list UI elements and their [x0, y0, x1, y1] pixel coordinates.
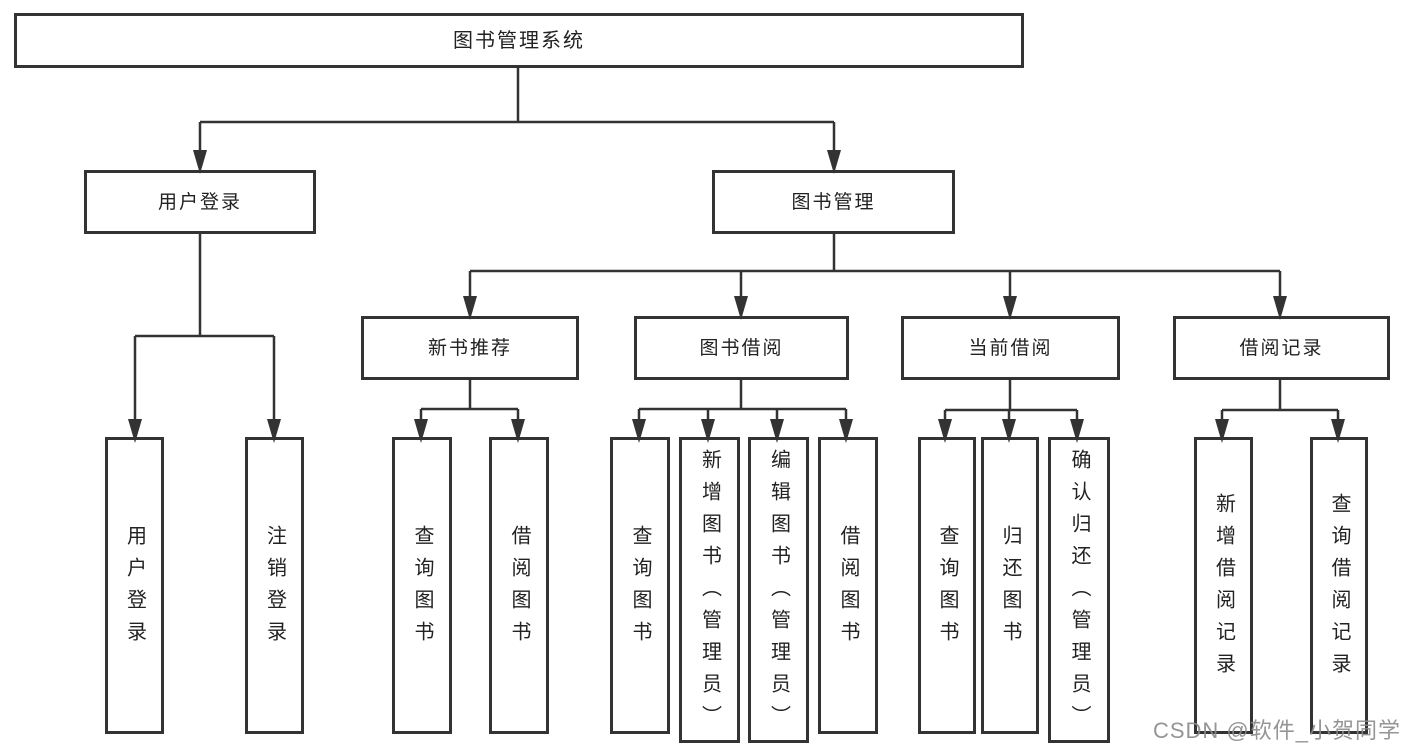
connector-book-borrowing [637, 379, 848, 421]
connector-new-book-recommend [419, 379, 520, 421]
leaf-logout-login: 注销登录 [245, 437, 304, 734]
node-borrowing-records: 借阅记录 [1173, 316, 1390, 380]
watermark: CSDN @软件_小贺同学 [1152, 718, 1401, 743]
node-library-system: 图书管理系统 [14, 13, 1024, 68]
leaf-add-book-admin: 新增图书（管理员） [679, 437, 740, 743]
node-book-management: 图书管理 [712, 170, 955, 234]
leaf-query-borrow-record: 查询借阅记录 [1310, 437, 1368, 734]
connector-root [198, 67, 836, 152]
leaf-return-books: 归还图书 [981, 437, 1039, 734]
connector-book-management [468, 233, 1282, 298]
node-current-borrowing: 当前借阅 [901, 316, 1120, 380]
node-new-book-recommend: 新书推荐 [361, 316, 579, 380]
node-user-login: 用户登录 [84, 170, 316, 234]
leaf-query-books-2: 查询图书 [610, 437, 670, 734]
leaf-query-books-3: 查询图书 [918, 437, 976, 734]
leaf-borrow-books-1: 借阅图书 [489, 437, 549, 734]
leaf-query-books-1: 查询图书 [392, 437, 452, 734]
leaf-borrow-books-2: 借阅图书 [818, 437, 878, 734]
leaf-add-borrow-record: 新增借阅记录 [1194, 437, 1253, 734]
leaf-confirm-return-admin: 确认归还（管理员） [1048, 437, 1110, 743]
node-book-borrowing: 图书借阅 [634, 316, 849, 380]
leaf-user-login: 用户登录 [105, 437, 164, 734]
connector-borrowing-records [1220, 379, 1340, 421]
connector-current-borrowing [943, 379, 1079, 421]
leaf-edit-book-admin: 编辑图书（管理员） [748, 437, 809, 743]
connector-user-login [133, 233, 276, 421]
